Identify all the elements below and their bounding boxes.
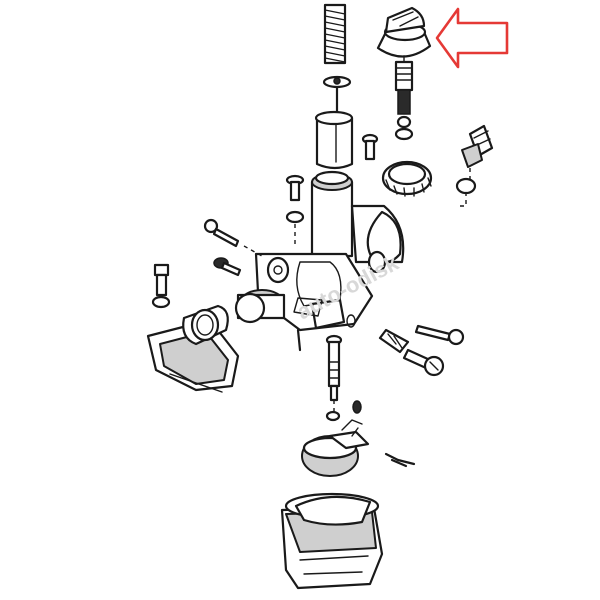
manifold-bolt [151,263,171,309]
throttle-spring [323,3,347,65]
idle-screw [203,218,263,277]
main-jet [325,400,362,422]
float [301,419,370,477]
small-bolt-top [361,133,379,161]
highlight-arrow [435,7,509,69]
intake-manifold [146,304,240,393]
carburetor-top-cap [376,6,432,63]
throttle-cable-cover [234,289,286,324]
adjuster-screw [394,60,414,141]
mixture-screw-assembly [378,324,465,377]
carburetor-body: auto-odisk [254,170,405,352]
hose-fitting [455,124,494,207]
throttle-slide [314,110,354,170]
lock-ring [381,160,433,197]
float-bowl [280,492,384,590]
needle-jet [325,334,343,412]
needle-clip [322,75,352,89]
body-screw [285,174,305,246]
float-pin [384,452,416,468]
